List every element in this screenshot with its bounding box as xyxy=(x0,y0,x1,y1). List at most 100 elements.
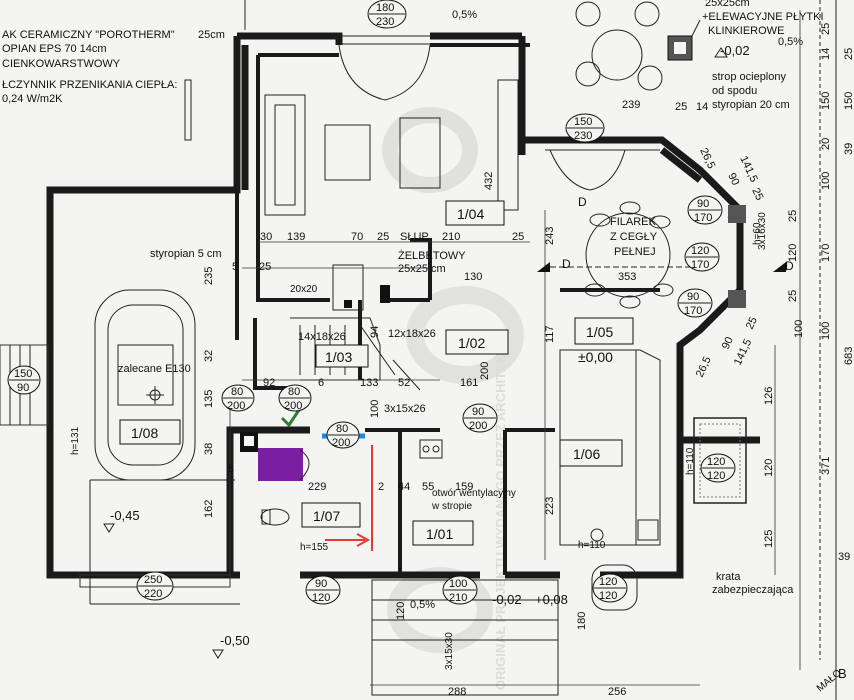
dim-44: 44 xyxy=(398,481,410,493)
watermark-text: ORIGINAŁ PROJEKTU WYDANEGO PRZEZ ARCHITE… xyxy=(493,337,508,690)
purple-marker xyxy=(258,448,303,481)
legend-line3: CIENKOWARSTWOWY xyxy=(2,58,121,70)
dim-14-b: 14 xyxy=(820,48,832,60)
top-slope: 0,5% xyxy=(452,9,477,21)
dim-100-c: 100 xyxy=(820,172,832,190)
window-90-170-b-top: 90 xyxy=(687,291,699,303)
kitchen xyxy=(559,349,661,546)
note-strop-2: od spodu xyxy=(712,85,757,97)
door-80-200-a: 80 200 xyxy=(221,384,255,412)
legend-line5: 0,24 W/m2K xyxy=(2,93,63,105)
dim-25c: 25 xyxy=(512,231,524,243)
side-entrance xyxy=(0,344,49,426)
note-clinker-2: KLINKIEROWE xyxy=(708,25,784,37)
krata-note-1: krata xyxy=(716,571,741,583)
window-marks: 180 230 150 230 90 170 120 170 90 170 xyxy=(7,0,736,605)
filarek-dim: 353 xyxy=(618,271,636,283)
window-120-120-a-top: 120 xyxy=(707,456,725,468)
door-80-200-b-bottom: 200 xyxy=(284,400,302,412)
window-120-120-b-top: 120 xyxy=(599,576,617,588)
dim-139: 139 xyxy=(287,231,305,243)
dim-25-i: 25 xyxy=(820,23,832,35)
dim-100-d: 100 xyxy=(820,322,832,340)
dim-223: 223 xyxy=(544,497,556,515)
h110-right: h=110 xyxy=(685,447,696,475)
dim-92: 92 xyxy=(263,377,275,389)
room-labels: 1/04 1/02 1/03 1/05 1/06 1/07 1/08 1/01 xyxy=(119,200,634,546)
dim-6: 6 xyxy=(318,377,324,389)
dim-5: 5 xyxy=(232,261,238,273)
dim-170: 170 xyxy=(820,244,832,262)
outside-level: -0,50 xyxy=(220,633,250,648)
dim-25-e: 25 xyxy=(749,186,765,202)
top-right-notes: 25x25cm +ELEWACYJNE PŁYTKI KLINKIEROWE -… xyxy=(689,0,824,111)
dim-117: 117 xyxy=(544,325,556,343)
note-strop-3: styropian 20 cm xyxy=(712,99,790,111)
door-90-200: 90 200 xyxy=(462,403,498,433)
zalecane-note: zalecane E130 xyxy=(118,363,191,375)
door-80-200-b-top: 80 xyxy=(288,386,300,398)
section-d-2: D xyxy=(562,257,571,271)
filarek-note-3: PEŁNEJ xyxy=(614,246,656,258)
dim-20x20: 20x20 xyxy=(290,284,318,295)
filarek-2 xyxy=(728,290,746,308)
window-150-230-top: 150 xyxy=(574,116,592,128)
dim-14: 14 xyxy=(696,101,708,113)
stairs-dim-5: 3x16x30 xyxy=(757,212,768,250)
dim-200: 200 xyxy=(479,362,491,380)
window-180-230-bottom: 230 xyxy=(376,16,394,28)
stairs-dim-2: 12x18x26 xyxy=(388,328,436,340)
garage-car xyxy=(94,289,196,481)
dim-120-c: 120 xyxy=(787,244,799,262)
dim-90-b: 90 xyxy=(720,335,736,351)
window-90-170-b-bottom: 170 xyxy=(684,305,702,317)
window-150-230: 150 230 xyxy=(565,113,605,143)
room-box-104 xyxy=(445,200,505,226)
room-108: 1/08 xyxy=(131,425,158,441)
dim-25-f: 25 xyxy=(744,315,760,331)
window-150-90-bottom: 90 xyxy=(17,382,29,394)
filarek-note-1: FILAREK xyxy=(610,216,657,228)
front-level-1: -0,02 xyxy=(492,592,522,607)
styropian-note: styropian 5 cm xyxy=(150,248,222,260)
dim-371: 371 xyxy=(820,457,832,475)
dim-25-g: 25 xyxy=(787,210,799,222)
window-180-230-top: 180 xyxy=(376,2,394,14)
room-107: 1/07 xyxy=(313,508,340,524)
door-80-200-c: 80 200 xyxy=(326,421,360,449)
dim-32: 32 xyxy=(203,350,215,362)
dim-38: 38 xyxy=(203,443,215,455)
dim-130: 130 xyxy=(464,271,482,283)
window-90-170-a-top: 90 xyxy=(697,198,709,210)
door-90-200-bottom: 200 xyxy=(469,420,487,432)
material-legend: AK CERAMICZNY "POROTHERM" 25cm OPIAN EPS… xyxy=(2,29,225,141)
dim-126: 126 xyxy=(763,387,775,405)
door-80-200-b: 80 200 xyxy=(278,384,312,412)
dim-239: 239 xyxy=(622,99,640,111)
window-120-120-b: 120 120 xyxy=(592,573,628,603)
window-90-170-b: 90 170 xyxy=(677,288,713,318)
dim-25-j: 25 xyxy=(843,48,854,60)
dim-243: 243 xyxy=(544,227,556,245)
window-120-120-a: 120 120 xyxy=(700,453,736,483)
window-90-170-a: 90 170 xyxy=(687,195,723,225)
h155: h=155 xyxy=(300,542,329,553)
garage-door-250-220-bottom: 220 xyxy=(144,588,162,600)
dim-19: 19 xyxy=(379,288,391,300)
dim-288: 288 xyxy=(448,686,466,698)
terrace-slope: 0,5% xyxy=(778,36,803,48)
section-d-1: D xyxy=(578,195,587,209)
stairs-dim-4: 3x15x30 xyxy=(444,632,455,670)
dim-39: 39 xyxy=(843,143,854,155)
room-box-103 xyxy=(315,344,369,368)
dim-229: 229 xyxy=(308,481,326,493)
window-120-120-b-bottom: 120 xyxy=(599,590,617,602)
room-box-105 xyxy=(574,317,634,345)
door-80-200-c-top: 80 xyxy=(336,423,348,435)
legend-line4: ŁCZYNNIK PRZENIKANIA CIEPŁA: xyxy=(2,79,177,91)
dim-100b: 100 xyxy=(793,320,805,338)
dim-150-b: 150 xyxy=(843,92,854,110)
dim-20: 20 xyxy=(820,138,832,150)
slup-note: SŁUP xyxy=(400,231,429,243)
dim-235: 235 xyxy=(203,267,215,285)
